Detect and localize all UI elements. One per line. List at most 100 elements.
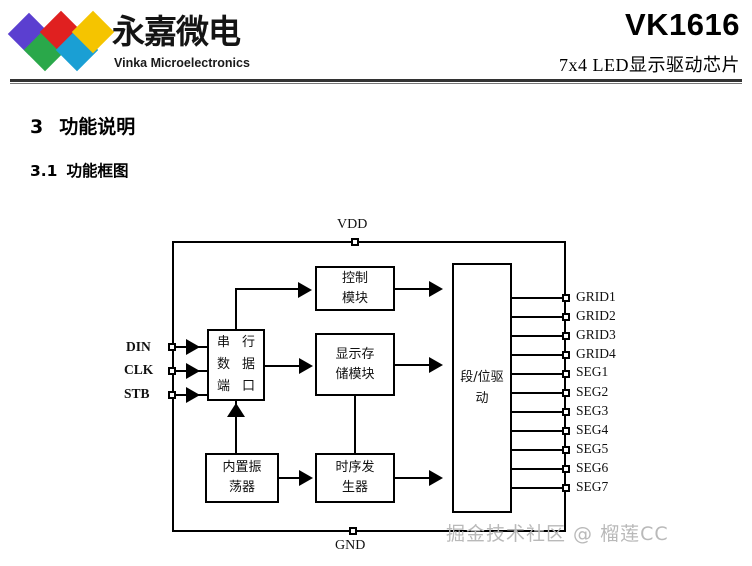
- output-wire-1: [512, 297, 566, 299]
- block-internal-oscillator: 内置振 荡器: [205, 453, 279, 503]
- vdd-pin: [351, 238, 359, 246]
- vdd-label: VDD: [337, 217, 368, 232]
- pin-label-stb: STB: [124, 386, 150, 401]
- serial-to-memory-wire: [265, 365, 305, 367]
- serial-to-control-vertical: [235, 288, 237, 330]
- company-name-en: Vinka Microelectronics: [114, 56, 250, 70]
- serial-port-char-3: 数: [216, 357, 230, 372]
- output-pin-grid3[interactable]: [562, 332, 570, 340]
- block-timing-generator: 时序发 生器: [315, 453, 395, 503]
- output-pin-seg5[interactable]: [562, 446, 570, 454]
- output-label-seg7: SEG7: [576, 479, 609, 494]
- output-label-seg3: SEG3: [576, 403, 609, 418]
- block-serial-data-port: 串 行 数 据 端 口: [207, 329, 265, 401]
- driver-line-2: 动: [475, 391, 489, 406]
- memory-to-driver-wire: [395, 364, 435, 366]
- output-pin-seg7[interactable]: [562, 484, 570, 492]
- output-label-grid1: GRID1: [576, 289, 616, 304]
- vdd-rail-wire: [172, 241, 566, 243]
- timing-generator-line-1: 时序发: [335, 460, 375, 475]
- part-subtitle: 7x4 LED显示驱动芯片: [559, 55, 740, 75]
- driver-input-arrow-2-icon: [429, 357, 443, 373]
- subsection-number: 3.1: [30, 162, 58, 180]
- serial-clock-arrow-icon: [227, 403, 245, 417]
- part-number: VK1616: [624, 7, 740, 42]
- serial-to-control-horizontal: [235, 288, 303, 290]
- section-title: 功能说明: [59, 116, 136, 138]
- output-wire-10: [512, 468, 566, 470]
- output-label-grid3: GRID3: [576, 327, 616, 342]
- display-memory-line-1: 显示存: [335, 346, 375, 362]
- output-pin-grid2[interactable]: [562, 313, 570, 321]
- output-wire-6: [512, 392, 566, 394]
- clk-pin: [168, 367, 176, 375]
- control-module-line-1: 控制: [341, 270, 368, 286]
- output-label-grid2: GRID2: [576, 308, 616, 323]
- din-pin: [168, 343, 176, 351]
- right-bus-wire: [564, 241, 566, 532]
- output-wire-3: [512, 335, 566, 337]
- driver-line-1: 段/位驱: [460, 370, 504, 385]
- driver-input-arrow-1-icon: [429, 281, 443, 297]
- oscillator-line-1: 内置振: [222, 460, 262, 475]
- gnd-rail-wire: [172, 530, 566, 532]
- timing-input-arrow-icon: [299, 470, 313, 486]
- header-divider-thin: [10, 83, 742, 84]
- section-number: 3: [30, 116, 44, 138]
- pin-label-clk: CLK: [124, 362, 154, 377]
- output-pin-seg3[interactable]: [562, 408, 570, 416]
- page-header: 永嘉微电 Vinka Microelectronics VK1616 7x4 L…: [0, 0, 752, 84]
- serial-port-char-5: 端: [216, 379, 230, 394]
- output-wire-11: [512, 487, 566, 489]
- control-to-driver-wire: [395, 288, 435, 290]
- din-arrow-icon: [186, 339, 200, 355]
- stb-pin: [168, 391, 176, 399]
- stb-arrow-icon: [186, 387, 200, 403]
- watermark-text: 掘金技术社区 @ 榴莲CC: [446, 523, 669, 545]
- output-label-grid4: GRID4: [576, 346, 616, 361]
- control-module-line-2: 模块: [341, 290, 368, 306]
- clk-arrow-icon: [186, 363, 200, 379]
- block-control-module: 控制 模块: [315, 266, 395, 311]
- output-label-seg4: SEG4: [576, 422, 609, 437]
- timing-to-driver-wire: [395, 477, 435, 479]
- subsection-heading: 3.1 功能框图: [30, 159, 128, 181]
- output-pin-grid1[interactable]: [562, 294, 570, 302]
- output-pin-seg6[interactable]: [562, 465, 570, 473]
- serial-port-char-2: 行: [241, 335, 255, 350]
- output-wire-4: [512, 354, 566, 356]
- output-pin-grid4[interactable]: [562, 351, 570, 359]
- driver-input-arrow-3-icon: [429, 470, 443, 486]
- output-wire-2: [512, 316, 566, 318]
- output-pin-seg2[interactable]: [562, 389, 570, 397]
- header-divider: [10, 79, 742, 82]
- serial-port-char-6: 口: [241, 379, 255, 394]
- osc-to-timing-wire: [279, 477, 305, 479]
- control-input-arrow-icon: [298, 282, 312, 298]
- section-heading: 3 功能说明: [30, 112, 135, 139]
- output-pin-seg4[interactable]: [562, 427, 570, 435]
- subsection-title: 功能框图: [66, 162, 129, 180]
- oscillator-line-2: 荡器: [228, 480, 255, 495]
- output-wire-5: [512, 373, 566, 375]
- output-wire-9: [512, 449, 566, 451]
- memory-to-timing-wire: [354, 396, 356, 453]
- output-label-seg6: SEG6: [576, 460, 609, 475]
- pin-label-din: DIN: [126, 339, 151, 354]
- serial-port-char-4: 据: [241, 357, 255, 372]
- output-wire-8: [512, 430, 566, 432]
- timing-generator-line-2: 生器: [341, 480, 368, 495]
- display-memory-line-2: 储模块: [335, 366, 375, 382]
- memory-input-arrow-icon: [299, 358, 313, 374]
- output-label-seg2: SEG2: [576, 384, 609, 399]
- block-segment-grid-driver: 段/位驱 动: [452, 263, 512, 513]
- block-display-memory: 显示存 储模块: [315, 333, 395, 396]
- output-label-seg1: SEG1: [576, 364, 609, 379]
- osc-to-serial-wire: [235, 401, 237, 453]
- output-wire-7: [512, 411, 566, 413]
- left-bus-wire: [172, 241, 174, 532]
- output-pin-seg1[interactable]: [562, 370, 570, 378]
- gnd-pin: [349, 527, 357, 535]
